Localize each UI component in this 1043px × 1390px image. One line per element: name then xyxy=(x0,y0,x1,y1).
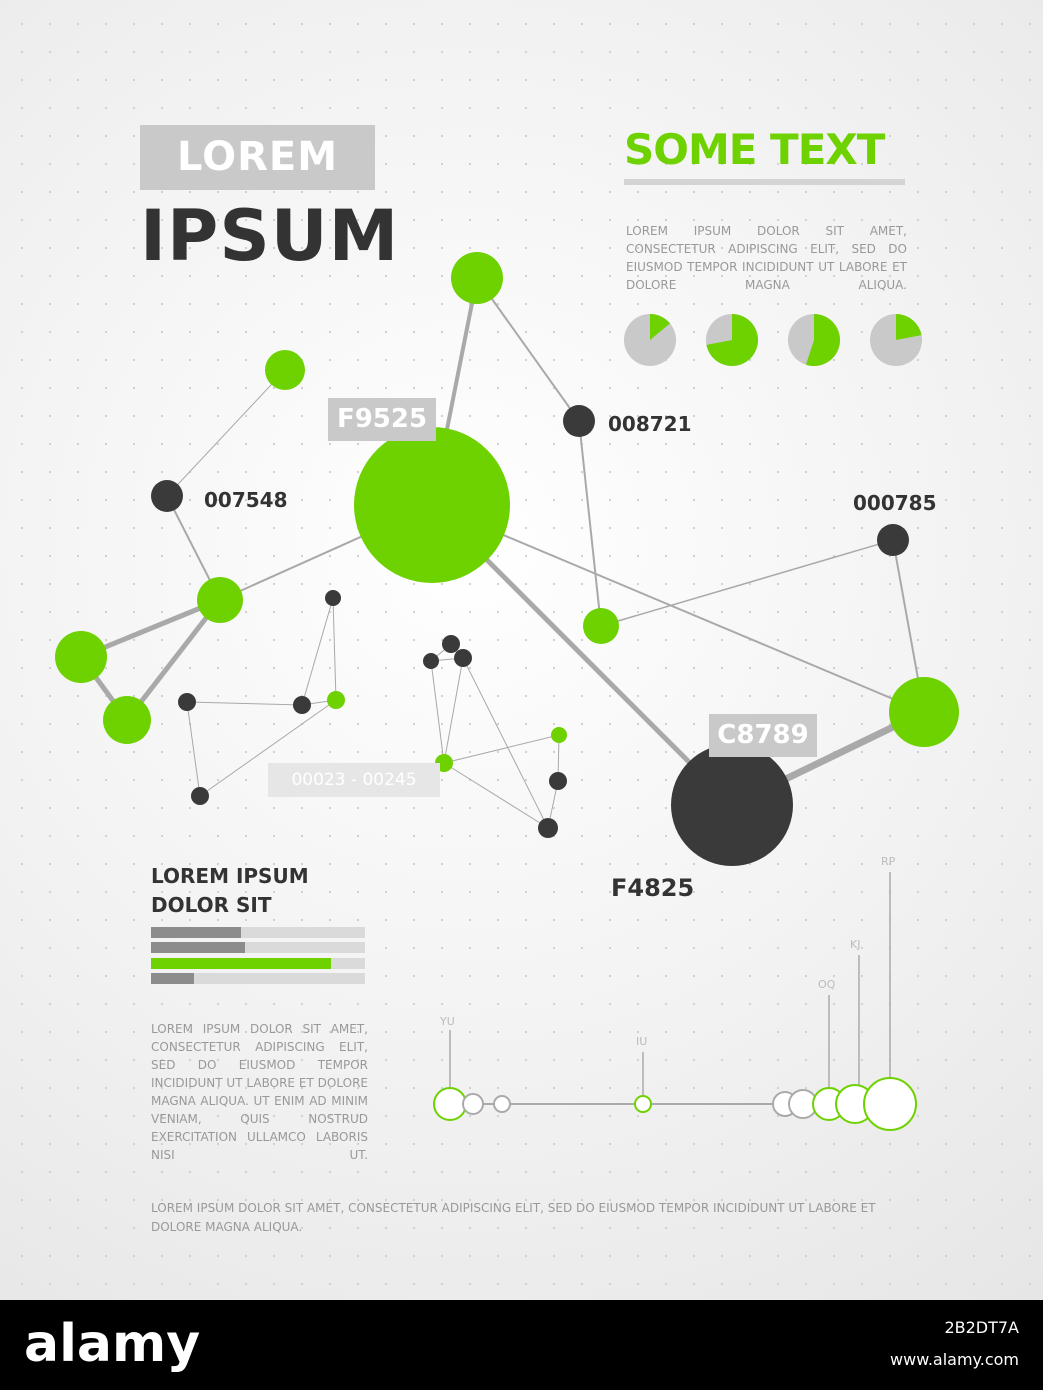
network-node xyxy=(325,590,341,606)
network-node xyxy=(55,631,107,683)
stat-bar-fill xyxy=(151,973,194,984)
dot-grid-background xyxy=(0,0,1043,1300)
header-label-box: LOREM xyxy=(140,125,375,190)
stat-bar-fill xyxy=(151,942,246,953)
stat-bar xyxy=(151,927,365,938)
stat-bar xyxy=(151,973,365,984)
network-node xyxy=(442,635,460,653)
network-node xyxy=(151,480,183,512)
stat-bar xyxy=(151,958,365,969)
network-edge xyxy=(301,597,334,706)
timeline-diagram xyxy=(433,872,917,1131)
bottom-paragraph: LOREM IPSUM DOLOR SIT AMET, CONSECTETUR … xyxy=(151,1201,876,1234)
network-edge xyxy=(186,701,201,797)
timeline-ring xyxy=(433,1087,467,1121)
footer-bar: alamy 2B2DT7A www.alamy.com xyxy=(0,1300,1043,1390)
pie-slice xyxy=(650,314,671,340)
network-node xyxy=(293,696,311,714)
node-label-007548: 007548 xyxy=(204,488,288,512)
stats-title: LOREM IPSUM DOLOR SIT xyxy=(151,862,309,920)
timeline-label-kj: KJ xyxy=(850,938,861,951)
network-diagram xyxy=(55,252,959,1131)
infographic-canvas: LOREM IPSUM SOME TEXT LOREM IPSUM DOLOR … xyxy=(0,0,1043,1300)
network-edge xyxy=(166,369,286,497)
header-box-text: LOREM xyxy=(177,134,338,180)
node-tag-f9525: F9525 xyxy=(328,398,436,441)
network-node xyxy=(671,744,793,866)
range-label: 00023 - 00245 xyxy=(268,763,440,797)
network-node xyxy=(549,772,567,790)
network-nodes xyxy=(55,252,959,866)
right-block-paragraph: LOREM IPSUM DOLOR SIT AMET, CONSECTETUR … xyxy=(626,224,907,292)
node-label-008721: 008721 xyxy=(608,412,692,436)
network-node xyxy=(451,252,503,304)
node-label-f4825: F4825 xyxy=(611,874,695,902)
network-node xyxy=(877,524,909,556)
network-edge xyxy=(443,657,464,764)
timeline-label-rp: RP xyxy=(881,855,896,868)
pie-slice xyxy=(896,314,922,340)
timeline-label-oq: OQ xyxy=(818,978,836,991)
image-code: 2B2DT7A xyxy=(944,1318,1019,1337)
network-edge xyxy=(476,277,580,422)
network-edge xyxy=(186,701,303,706)
stats-title-line1: LOREM IPSUM xyxy=(151,864,309,888)
network-node xyxy=(551,727,567,743)
network-node xyxy=(563,405,595,437)
timeline-ring xyxy=(634,1095,652,1113)
network-edge xyxy=(125,598,222,722)
stat-bar-fill xyxy=(151,927,241,938)
network-edge xyxy=(443,762,549,829)
timeline-label-iu: IU xyxy=(636,1035,648,1048)
right-block-title: SOME TEXT xyxy=(624,125,885,174)
timeline-label-yu: YU xyxy=(440,1015,455,1028)
network-edge xyxy=(199,699,337,797)
network-node xyxy=(454,649,472,667)
network-node xyxy=(191,787,209,805)
network-node xyxy=(327,691,345,709)
stat-bar xyxy=(151,942,365,953)
pie-indicators xyxy=(624,314,922,366)
network-node xyxy=(103,696,151,744)
footer-url: www.alamy.com xyxy=(890,1350,1019,1369)
network-node xyxy=(889,677,959,747)
stat-bar-fill xyxy=(151,958,331,969)
header-title: IPSUM xyxy=(140,195,400,277)
pie-slice xyxy=(706,314,758,366)
network-edge xyxy=(462,657,549,829)
title-underline xyxy=(624,179,905,185)
network-node xyxy=(265,350,305,390)
timeline-ring xyxy=(493,1095,511,1113)
pie-slice xyxy=(805,314,840,366)
network-edge xyxy=(578,420,602,627)
network-node xyxy=(538,818,558,838)
network-edge xyxy=(431,504,925,713)
stats-title-line2: DOLOR SIT xyxy=(151,893,272,917)
network-edge xyxy=(430,660,445,764)
timeline-ring xyxy=(462,1093,484,1115)
left-paragraph: LOREM IPSUM DOLOR SIT AMET, CONSECTETUR … xyxy=(151,1022,368,1162)
network-edge xyxy=(600,539,894,627)
brand-logo: alamy xyxy=(24,1314,201,1374)
timeline-ring xyxy=(863,1077,917,1131)
network-node xyxy=(178,693,196,711)
node-label-000785: 000785 xyxy=(853,491,937,515)
network-edge xyxy=(443,734,560,764)
network-node xyxy=(583,608,619,644)
network-edge xyxy=(332,597,337,701)
network-node xyxy=(197,577,243,623)
node-tag-c8789: C8789 xyxy=(709,714,817,757)
network-node xyxy=(354,427,510,583)
network-node xyxy=(423,653,439,669)
